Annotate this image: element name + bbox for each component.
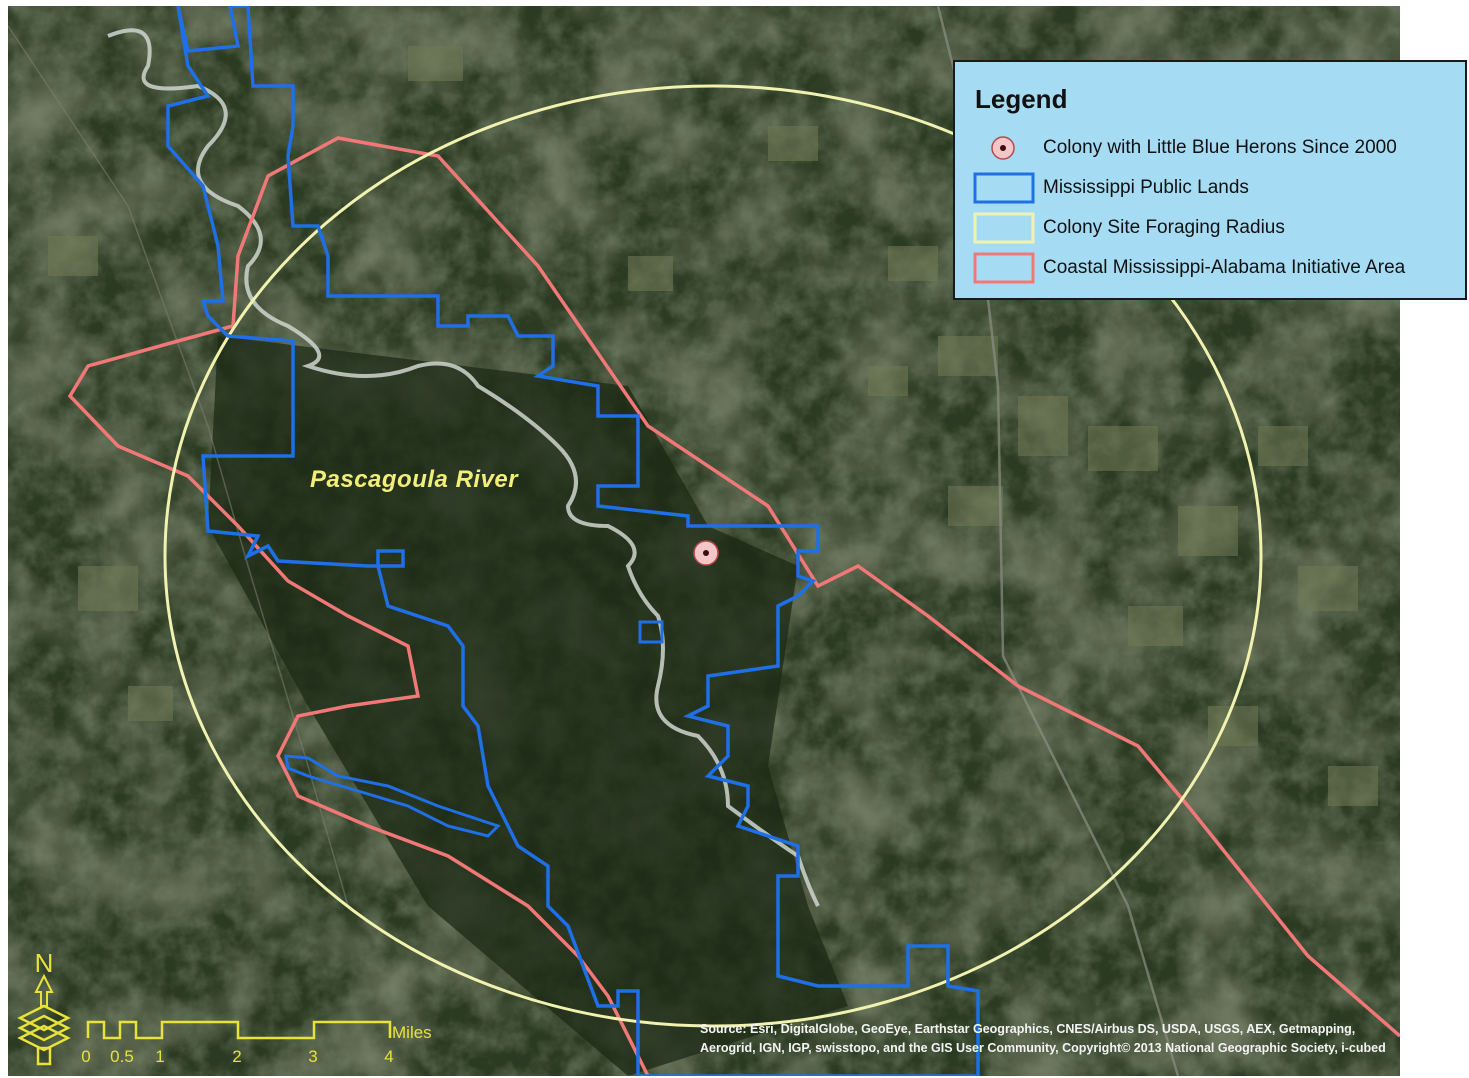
blue-outline-swatch-icon [973,172,1035,204]
north-label: N [35,948,54,978]
scale-tick-2: 2 [232,1047,241,1066]
scale-tick-1: 1 [155,1047,164,1066]
heron-colony-marker[interactable] [693,540,719,566]
pascagoula-river [107,28,820,907]
attribution-credits: Source: Esri, DigitalGlobe, GeoEye, Eart… [700,1022,1386,1055]
legend-item-foraging-radius: Colony Site Foraging Radius [973,212,1463,244]
scale-bar: Miles 0 0.5 1 2 3 4 [81,1020,432,1066]
public-lands-parcel-strip [284,754,501,838]
legend-title: Legend [975,84,1068,114]
legend-panel: Legend Colony with Little Blue Herons Si… [953,60,1467,300]
public-lands-parcel-small [638,620,664,644]
colony-point-icon [991,136,1015,160]
red-outline-swatch-icon [973,252,1035,284]
river-label: Pascagoula River [310,466,519,493]
yellow-outline-swatch-icon [973,212,1035,244]
north-arrow-icon: N [17,948,71,1066]
legend-item-initiative-area: Coastal Mississippi-Alabama Initiative A… [973,252,1463,284]
road-west [8,25,349,907]
legend-label-initiative-area: Coastal Mississippi-Alabama Initiative A… [1043,257,1406,278]
legend-label-colony: Colony with Little Blue Herons Since 200… [1043,137,1397,158]
foraging-radius-circle [163,84,1263,1028]
public-lands-boundary [166,6,980,1076]
scale-unit-label: Miles [392,1023,432,1042]
initiative-area-boundary [67,136,1400,1076]
legend-item-public-lands: Mississippi Public Lands [973,172,1463,204]
legend-item-colony: Colony with Little Blue Herons Since 200… [973,132,1463,164]
legend-label-foraging-radius: Colony Site Foraging Radius [1043,217,1285,238]
scale-tick-3: 3 [308,1047,317,1066]
scale-tick-4: 4 [384,1047,393,1066]
legend-label-public-lands: Mississippi Public Lands [1043,177,1249,198]
scale-tick-0-5: 0.5 [110,1047,134,1066]
scale-tick-0: 0 [81,1047,90,1066]
